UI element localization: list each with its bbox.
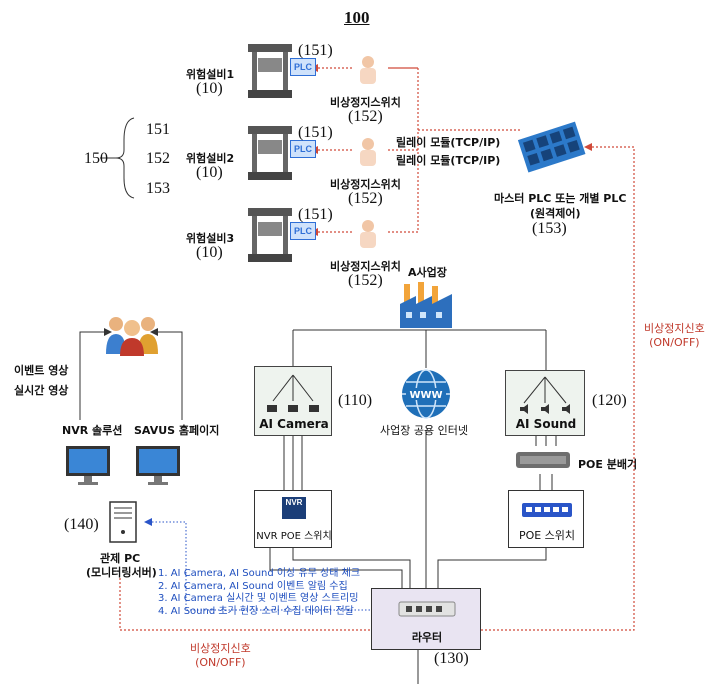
ai-sound-ref: (120) — [592, 392, 627, 410]
pc-functions-list: 1. AI Camera, AI Sound 이상 유무 상태 체크 2. AI… — [158, 568, 360, 618]
emergency-signal-label: 비상정지신호 — [644, 320, 705, 336]
ai-sound-box: AI Sound — [505, 370, 585, 436]
plc-ref: (151) — [298, 42, 333, 60]
emergency-signal-right: 비상정지신호 (ON/OFF) — [644, 320, 705, 349]
control-pc-ref: (140) — [64, 516, 99, 534]
master-plc-label: 마스터 PLC 또는 개별 PLC — [494, 190, 626, 206]
figure-number: 100 — [344, 8, 370, 28]
group-item: 152 — [146, 150, 170, 168]
poe-splitter-icon — [514, 446, 572, 474]
plc-badge: PLC — [290, 140, 316, 158]
relay-module-icon — [516, 118, 588, 178]
plc-badge: PLC — [290, 222, 316, 240]
router-label: 라우터 — [372, 629, 482, 645]
monitor-icon — [134, 444, 182, 488]
ai-camera-label: AI Camera — [255, 417, 333, 431]
master-plc-ref: (153) — [532, 220, 567, 238]
equipment-ref: (10) — [196, 80, 223, 98]
emergency-signal-bottom: 비상정지신호 (ON/OFF) — [190, 640, 251, 669]
savus-label: SAVUS 홈페이지 — [134, 422, 219, 438]
nvr-switch-box: NVR NVR POE 스위치 — [254, 490, 332, 548]
master-plc-sub: (원격제어) — [530, 205, 581, 221]
event-video-label: 이벤트 영상 — [14, 362, 68, 378]
nvr-solution-label: NVR 솔루션 — [62, 422, 122, 438]
group-item: 151 — [146, 121, 170, 139]
nvr-icon: NVR — [282, 497, 306, 519]
machine-press-icon — [246, 206, 294, 264]
ai-sound-label: AI Sound — [506, 417, 586, 431]
users-icon — [104, 310, 160, 356]
plc-badge: PLC — [290, 58, 316, 76]
nvr-badge: NVR — [286, 498, 303, 507]
emergency-switch-icon — [354, 134, 382, 168]
ai-camera-ref: (110) — [338, 392, 372, 410]
function-item: 1. AI Camera, AI Sound 이상 유무 상태 체크 — [158, 568, 360, 581]
function-item: 4. AI Sound 초기 현장 소리 수집 데이터 전달 — [158, 606, 360, 619]
group-ref: 150 — [84, 150, 108, 168]
router-icon — [398, 599, 456, 619]
router-ref: (130) — [434, 650, 469, 668]
control-pc-sub: (모니터링서버) — [86, 564, 157, 580]
poe-switch-label: POE 스위치 — [509, 527, 585, 543]
emergency-signal-onoff: (ON/OFF) — [644, 336, 705, 349]
poe-switch-box: POE 스위치 — [508, 490, 584, 548]
function-item: 2. AI Camera, AI Sound 이벤트 알림 수집 — [158, 581, 360, 594]
function-item: 3. AI Camera 실시간 및 이벤트 영상 스트리밍 — [158, 593, 360, 606]
emergency-switch-ref: (152) — [348, 272, 383, 290]
relay-label: 릴레이 모듈(TCP/IP) — [396, 152, 500, 168]
emergency-switch-icon — [354, 216, 382, 250]
internet-label: 사업장 공용 인터넷 — [380, 422, 468, 438]
machine-press-icon — [246, 124, 294, 182]
equipment-ref: (10) — [196, 244, 223, 262]
machine-press-icon — [246, 42, 294, 100]
router-box: 라우터 — [371, 588, 481, 650]
emergency-signal-label: 비상정지신호 — [190, 640, 251, 656]
network-switch-icon — [521, 501, 573, 521]
plc-ref: (151) — [298, 124, 333, 142]
factory-icon — [398, 278, 454, 330]
group-item: 153 — [146, 180, 170, 198]
speaker-icon — [512, 373, 578, 417]
globe-icon: WWW — [400, 368, 452, 420]
globe-text: WWW — [409, 390, 442, 401]
nvr-switch-label: NVR POE 스위치 — [255, 527, 333, 542]
pc-tower-icon — [108, 500, 138, 544]
live-video-label: 실시간 영상 — [14, 382, 68, 398]
emergency-switch-ref: (152) — [348, 108, 383, 126]
emergency-switch-icon — [354, 52, 382, 86]
camera-icon — [261, 371, 325, 417]
relay-label: 릴레이 모듈(TCP/IP) — [396, 134, 500, 150]
ai-camera-box: AI Camera — [254, 366, 332, 436]
poe-splitter-label: POE 분배기 — [578, 456, 637, 472]
emergency-switch-ref: (152) — [348, 190, 383, 208]
equipment-ref: (10) — [196, 164, 223, 182]
emergency-signal-onoff: (ON/OFF) — [190, 656, 251, 669]
plc-ref: (151) — [298, 206, 333, 224]
monitor-icon — [64, 444, 112, 488]
